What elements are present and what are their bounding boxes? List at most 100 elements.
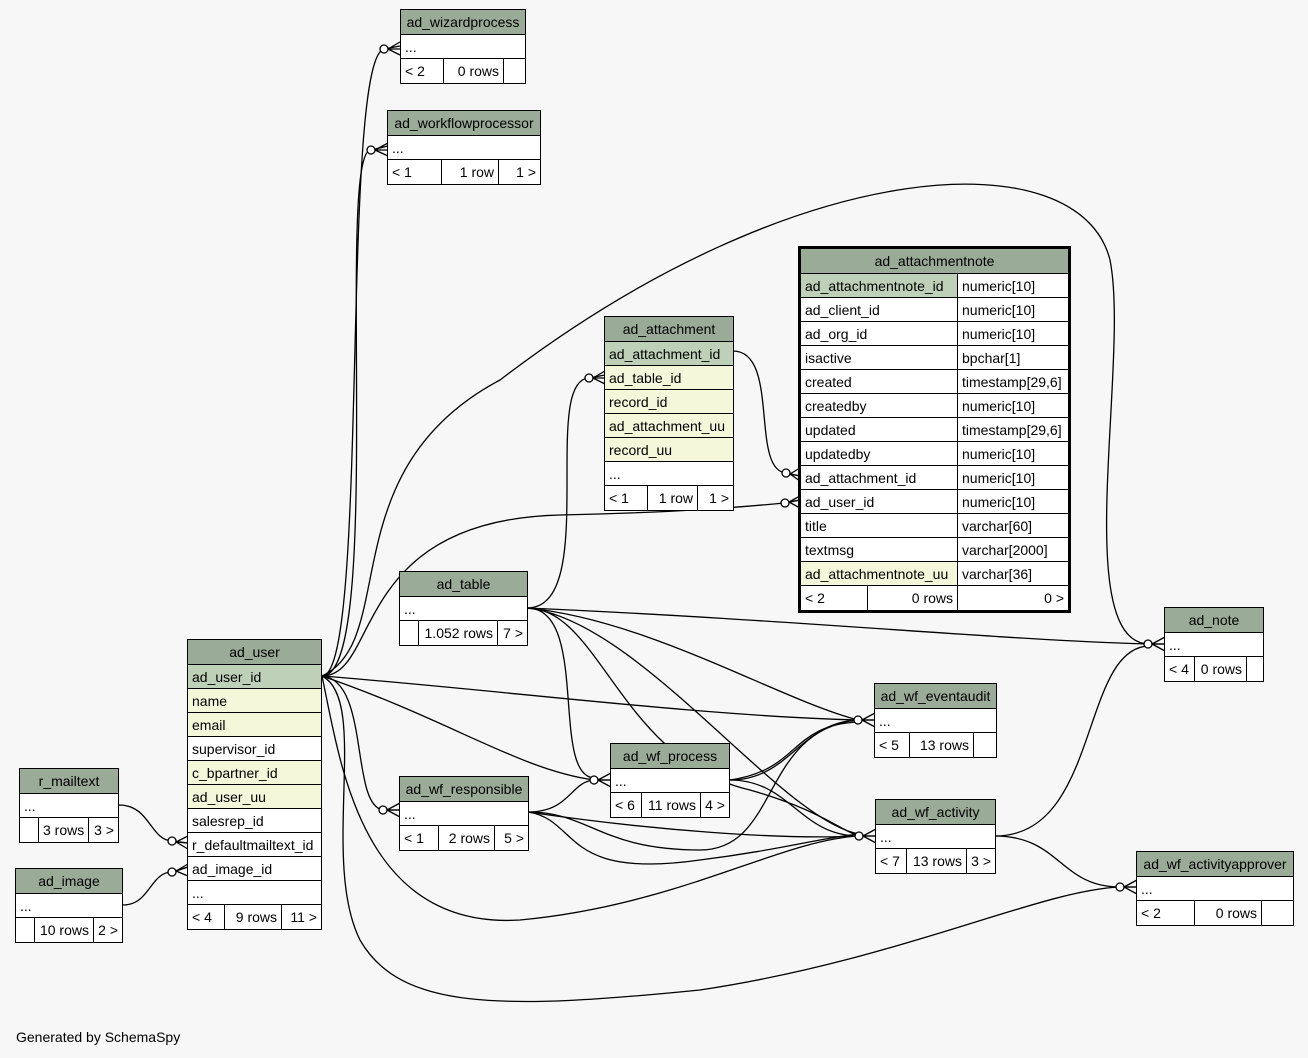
table-footer: 1.052 rows 7 > — [400, 621, 527, 645]
table-column: ad_table_id — [605, 366, 733, 390]
table-column: ad_attachment_id numeric[10] — [801, 466, 1068, 490]
table-header[interactable]: ad_image — [16, 869, 122, 894]
table-header[interactable]: ad_wf_process — [611, 744, 729, 769]
ellipsis: ... — [192, 885, 204, 901]
children-count: 11 > — [281, 905, 321, 929]
table-ad-wf-eventaudit[interactable]: ad_wf_eventaudit ... < 5 13 rows — [874, 683, 997, 758]
table-row: ... — [1137, 877, 1293, 901]
marker-crow — [1151, 636, 1166, 652]
table-header[interactable]: ad_wf_responsible — [400, 777, 528, 802]
ellipsis: ... — [609, 466, 621, 482]
edge-r-mailtext-ad-user — [118, 804, 189, 844]
marker-circle — [167, 867, 177, 877]
table-column: ad_user_id — [188, 665, 321, 689]
table-row: ... — [16, 894, 122, 918]
edge-ad-user-ad-wf-eventaudit — [321, 675, 875, 721]
column-name: ad_user_id — [192, 669, 262, 685]
row-count: 1 row — [441, 160, 498, 184]
table-header[interactable]: ad_wf_eventaudit — [875, 684, 996, 709]
ellipsis: ... — [1169, 637, 1181, 653]
table-row: ... — [388, 136, 540, 160]
column-name: ad_client_id — [805, 302, 880, 318]
table-header[interactable]: ad_wf_activityapprover — [1137, 852, 1293, 877]
table-footer: < 2 0 rows — [401, 59, 525, 83]
parents-count: < 6 — [615, 797, 635, 813]
table-ad-attachment[interactable]: ad_attachment ad_attachment_id ad_table_… — [604, 316, 734, 511]
table-ad-wf-responsible[interactable]: ad_wf_responsible ... < 1 2 rows 5 > — [399, 776, 529, 851]
table-footer: < 5 13 rows — [875, 733, 996, 757]
children-count: 4 > — [700, 793, 729, 817]
marker-circle — [1143, 639, 1153, 649]
table-column: salesrep_id — [188, 809, 321, 833]
column-type: varchar[36] — [957, 562, 1068, 585]
ellipsis: ... — [1141, 881, 1153, 897]
edge-ad-wf-responsible-ad-wf-eventaudit — [527, 719, 859, 851]
marker-circle — [584, 373, 594, 383]
table-column: ad_image_id — [188, 857, 321, 881]
table-footer: < 4 0 rows — [1165, 657, 1263, 681]
table-ad-wizardprocess[interactable]: ad_wizardprocess ... < 2 0 rows — [400, 9, 526, 84]
table-header[interactable]: ad_attachmentnote — [801, 249, 1068, 274]
parents-count: < 2 — [405, 63, 425, 79]
generated-by-footer: Generated by SchemaSpy — [16, 1029, 181, 1045]
column-type: varchar[60] — [957, 514, 1068, 537]
column-name: ad_attachment_id — [805, 470, 917, 486]
edge-ad-user-ad-wizardprocess — [321, 45, 401, 677]
table-footer: < 1 2 rows 5 > — [400, 826, 528, 850]
table-ad-table[interactable]: ad_table ... 1.052 rows 7 > — [399, 571, 528, 646]
row-count: 0 rows — [1194, 901, 1261, 925]
edge-ad-wf-responsible-ad-wf-activity — [527, 811, 860, 838]
table-ad-note[interactable]: ad_note ... < 4 0 rows — [1164, 607, 1264, 682]
table-header[interactable]: ad_note — [1165, 608, 1263, 633]
edge-ad-user-ad-workflowprocessor — [321, 145, 389, 677]
column-name: created — [805, 374, 852, 390]
table-ad-workflowprocessor[interactable]: ad_workflowprocessor ... < 1 1 row 1 > — [387, 110, 541, 185]
table-header[interactable]: ad_user — [188, 640, 321, 665]
children-count: 5 > — [494, 826, 528, 850]
column-name: ad_user_id — [805, 494, 875, 510]
column-name: isactive — [805, 350, 852, 366]
row-count: 0 rows — [867, 586, 957, 610]
table-column: title varchar[60] — [801, 514, 1068, 538]
table-r-mailtext[interactable]: r_mailtext ... 3 rows 3 > — [19, 768, 119, 843]
column-name: textmsg — [805, 542, 855, 558]
column-type: numeric[10] — [957, 322, 1068, 345]
edge-ad-user-ad-wf-process — [321, 675, 611, 781]
children-count: 7 > — [497, 621, 527, 645]
edge-ad-user-ad-wf-activityapprover — [321, 675, 1137, 1003]
table-row: ... — [611, 769, 729, 793]
parents-count — [16, 918, 34, 942]
marker-crow — [1123, 879, 1138, 895]
parents-count: < 7 — [880, 853, 900, 869]
table-header[interactable]: r_mailtext — [20, 769, 118, 794]
marker-crow — [374, 142, 389, 157]
parents-count: < 2 — [1141, 905, 1161, 921]
column-name: ad_attachmentnote_id — [801, 274, 957, 297]
table-ad-wf-activity[interactable]: ad_wf_activity ... < 7 13 rows 3 > — [875, 799, 996, 874]
table-footer: < 2 0 rows 0 > — [801, 586, 1068, 610]
ellipsis: ... — [405, 39, 417, 55]
ellipsis: ... — [404, 806, 416, 822]
column-name: title — [805, 518, 827, 534]
table-header[interactable]: ad_wf_activity — [876, 800, 995, 825]
column-type: numeric[10] — [957, 466, 1068, 489]
table-header[interactable]: ad_wizardprocess — [401, 10, 525, 35]
table-column: record_uu — [605, 438, 733, 462]
table-header[interactable]: ad_table — [400, 572, 527, 597]
table-ad-wf-activityapprover[interactable]: ad_wf_activityapprover ... < 2 0 rows — [1136, 851, 1294, 926]
edge-ad-table-ad-wf-process — [526, 607, 595, 779]
table-ad-image[interactable]: ad_image ... 10 rows 2 > — [15, 868, 123, 943]
marker-circle — [366, 145, 376, 155]
marker-circle — [167, 836, 177, 846]
children-count: 0 > — [957, 586, 1068, 610]
table-column: c_bpartner_id — [188, 761, 321, 785]
column-type: numeric[10] — [957, 274, 1068, 297]
row-count: 1.052 rows — [418, 621, 497, 645]
table-ad-wf-process[interactable]: ad_wf_process ... < 6 11 rows 4 > — [610, 743, 730, 818]
table-header[interactable]: ad_attachment — [605, 317, 733, 342]
table-header[interactable]: ad_workflowprocessor — [388, 111, 540, 136]
table-ad-user[interactable]: ad_user ad_user_id name email supervisor… — [187, 639, 322, 930]
children-count: 2 > — [93, 918, 122, 942]
